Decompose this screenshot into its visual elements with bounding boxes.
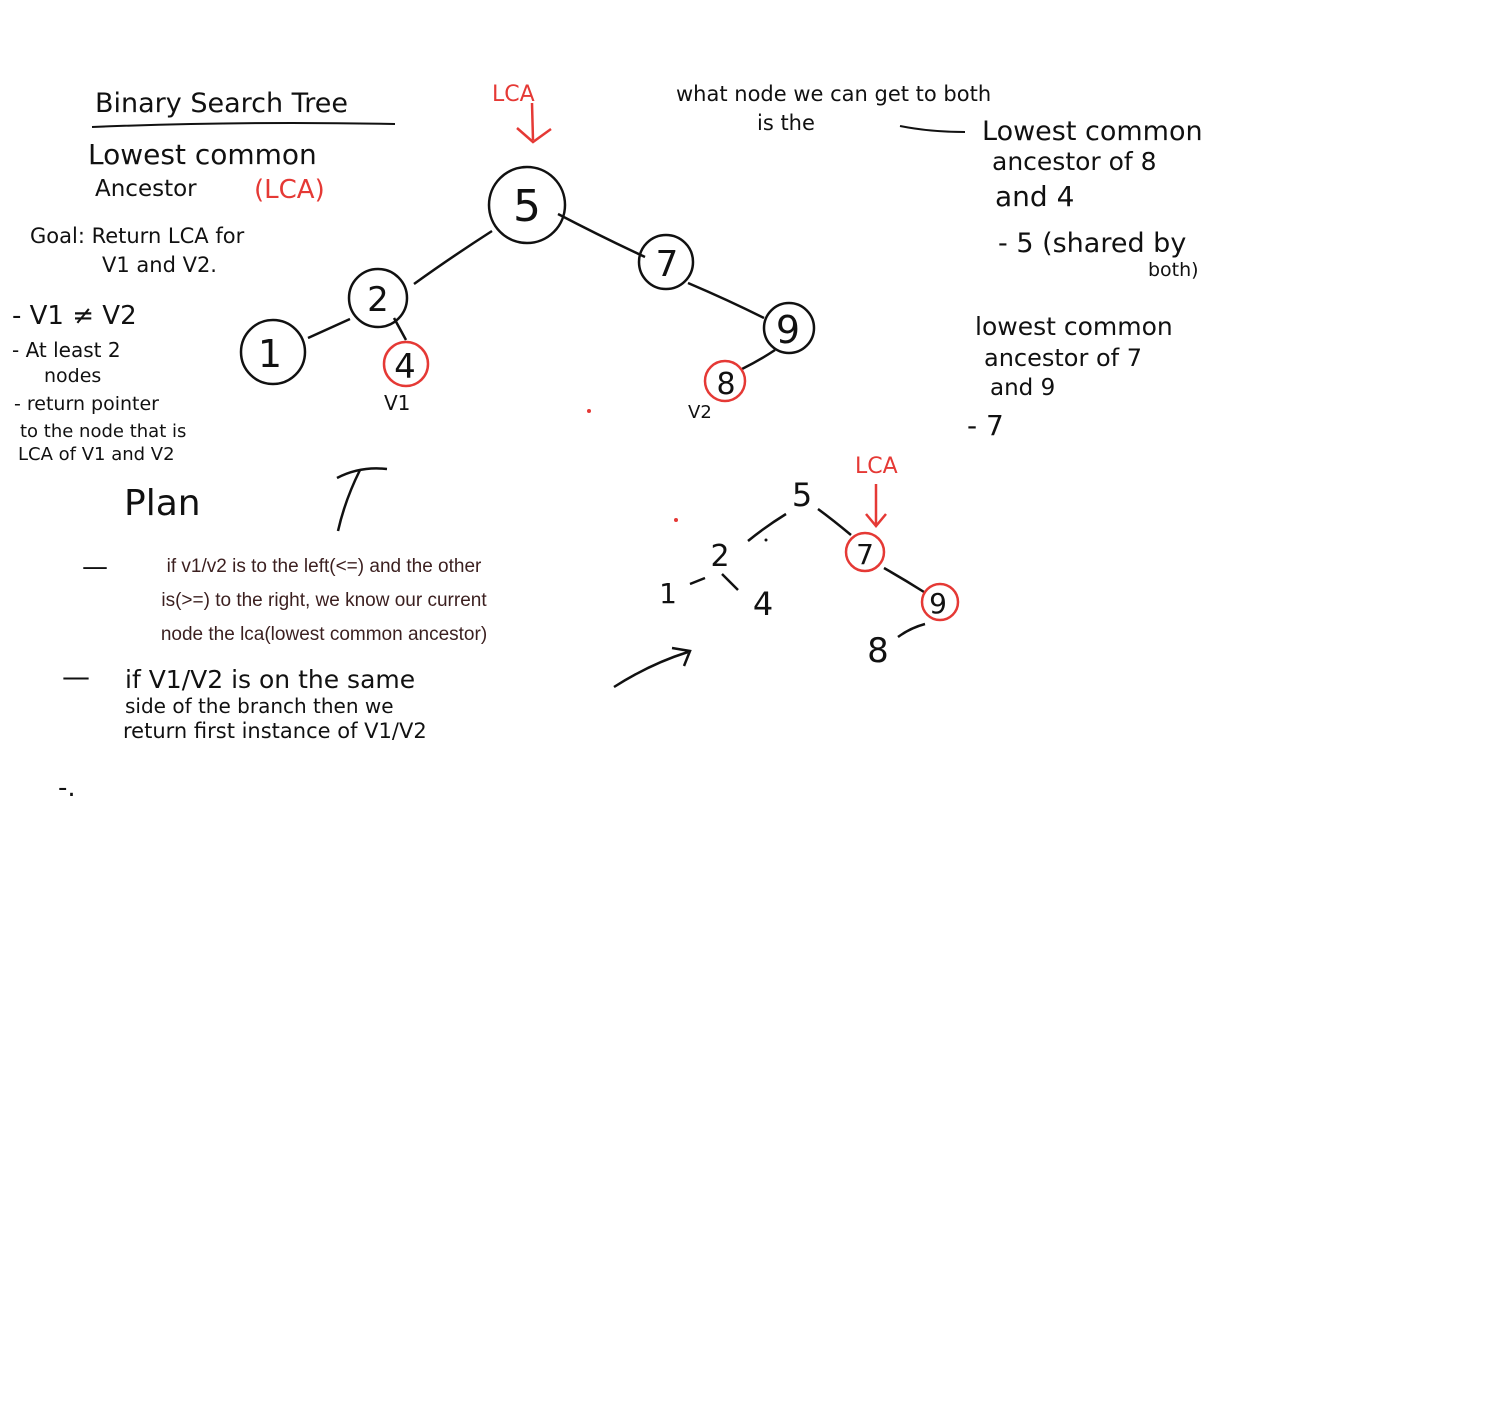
heading-acronym: (LCA) — [254, 175, 325, 205]
tree1-v1-label: V1 — [384, 391, 410, 415]
tree1-node-1: 1 — [239, 318, 307, 386]
tree2-edge-9-8 — [897, 622, 926, 639]
tree1-node-1-label: 1 — [258, 332, 282, 376]
tree2-lca-label: LCA — [855, 454, 898, 479]
plan-step2-line2: side of the branch then we — [125, 694, 394, 718]
plan-step1-line2: is(>=) to the right, we know our current — [161, 590, 487, 611]
tree1-lca-arrow — [516, 102, 552, 144]
tree1-node-7-label: 7 — [656, 244, 679, 285]
answer1-result-cont: both) — [1148, 259, 1199, 281]
heading-underline — [91, 122, 396, 128]
question-line1: what node we can get to both — [676, 82, 991, 106]
constraint-min-nodes: - At least 2 — [12, 338, 121, 362]
tree1-v2-label: V2 — [688, 402, 712, 423]
plan-trailing-dash: -. — [58, 773, 76, 803]
plan-step2-line3: return first instance of V1/V2 — [123, 719, 427, 743]
tree2-edge-5-7 — [817, 507, 852, 536]
tree1-node-2: 2 — [347, 267, 409, 329]
plan-step2-line1: if V1/V2 is on the same — [125, 665, 415, 694]
stray-dot-3 — [764, 538, 768, 542]
tree2-node-9-label: 9 — [929, 587, 947, 620]
plan-step2-arrow — [613, 646, 692, 689]
answer1-line3: and 4 — [995, 180, 1074, 213]
tree1-node-2-label: 2 — [367, 280, 389, 320]
answer1-line2: ancestor of 8 — [992, 147, 1157, 176]
stray-dot-2 — [674, 518, 678, 522]
tree2-edge-5-2 — [747, 512, 787, 542]
answer2-line1: lowest common — [975, 312, 1173, 341]
constraint-return-cont1: to the node that is — [20, 421, 186, 442]
constraint-distinct: - V1 ≠ V2 — [12, 301, 137, 331]
tree2-edge-2-4 — [721, 573, 739, 591]
tree2-node-8: 8 — [867, 631, 889, 671]
answer2-result: - 7 — [967, 409, 1004, 442]
tree2-edges — [689, 507, 926, 639]
tree1-node-8-v2: 8 — [703, 359, 747, 403]
plan-step2-dash: — — [62, 660, 90, 693]
tree2-node-9-circled: 9 — [920, 582, 960, 622]
tree1-node-4-label: 4 — [394, 347, 416, 387]
tree1-lca-label: LCA — [492, 82, 535, 107]
tree1-node-4-v1: 4 — [382, 340, 430, 388]
question-connector — [899, 125, 966, 133]
plan-step1-line1: if v1/v2 is to the left(<=) and the othe… — [166, 556, 482, 577]
plan-up-arrow — [336, 467, 388, 532]
goal-line1: Goal: Return LCA for — [30, 224, 245, 248]
heading-subtitle-line2: Ancestor — [95, 176, 197, 202]
tree1-edge-7-9 — [687, 281, 765, 320]
tree2-lca-arrow — [865, 484, 887, 528]
tree2-node-2: 2 — [710, 539, 729, 574]
stray-dot — [587, 409, 591, 413]
question-line2: is the — [757, 111, 815, 135]
constraint-min-nodes-cont: nodes — [44, 365, 101, 387]
constraint-return: - return pointer — [14, 393, 159, 415]
tree1-edge-2-1 — [307, 317, 351, 340]
heading-subtitle-line1: Lowest common — [88, 138, 317, 171]
tree1-edge-5-7 — [557, 212, 646, 259]
tree1-node-8-label: 8 — [716, 367, 735, 402]
tree2-node-7-lca: 7 — [844, 531, 886, 573]
answer2-line2: ancestor of 7 — [984, 344, 1142, 372]
tree1-node-9-label: 9 — [776, 308, 800, 352]
tree1-node-5-label: 5 — [513, 181, 541, 232]
tree2-node-4: 4 — [753, 585, 773, 623]
tree2-node-7-label: 7 — [856, 538, 874, 571]
constraint-return-cont2: LCA of V1 and V2 — [18, 444, 175, 465]
goal-line2: V1 and V2. — [102, 253, 217, 277]
tree1-node-5: 5 — [487, 165, 567, 245]
heading-title: Binary Search Tree — [95, 88, 348, 119]
tree2-edge-2-1 — [689, 576, 706, 586]
tree1-edge-5-2 — [413, 229, 493, 286]
answer1-result: - 5 (shared by — [998, 228, 1186, 259]
tree1-edge-9-8 — [741, 348, 776, 371]
plan-title: Plan — [124, 483, 201, 524]
tree1-node-9: 9 — [762, 301, 816, 355]
answer2-line3: and 9 — [990, 375, 1055, 401]
tree2-edge-7-9 — [883, 566, 925, 594]
answer1-line1: Lowest common — [982, 116, 1203, 147]
plan-step1-text: if v1/v2 is to the left(<=) and the othe… — [134, 550, 514, 652]
tree1-node-7: 7 — [637, 233, 695, 291]
plan-step1-line3: node the lca(lowest common ancestor) — [160, 624, 488, 645]
tree1-edges — [307, 212, 776, 371]
tree2-node-1: 1 — [659, 577, 677, 610]
tree2-node-5: 5 — [792, 476, 812, 514]
plan-step1-dash: — — [82, 552, 108, 582]
